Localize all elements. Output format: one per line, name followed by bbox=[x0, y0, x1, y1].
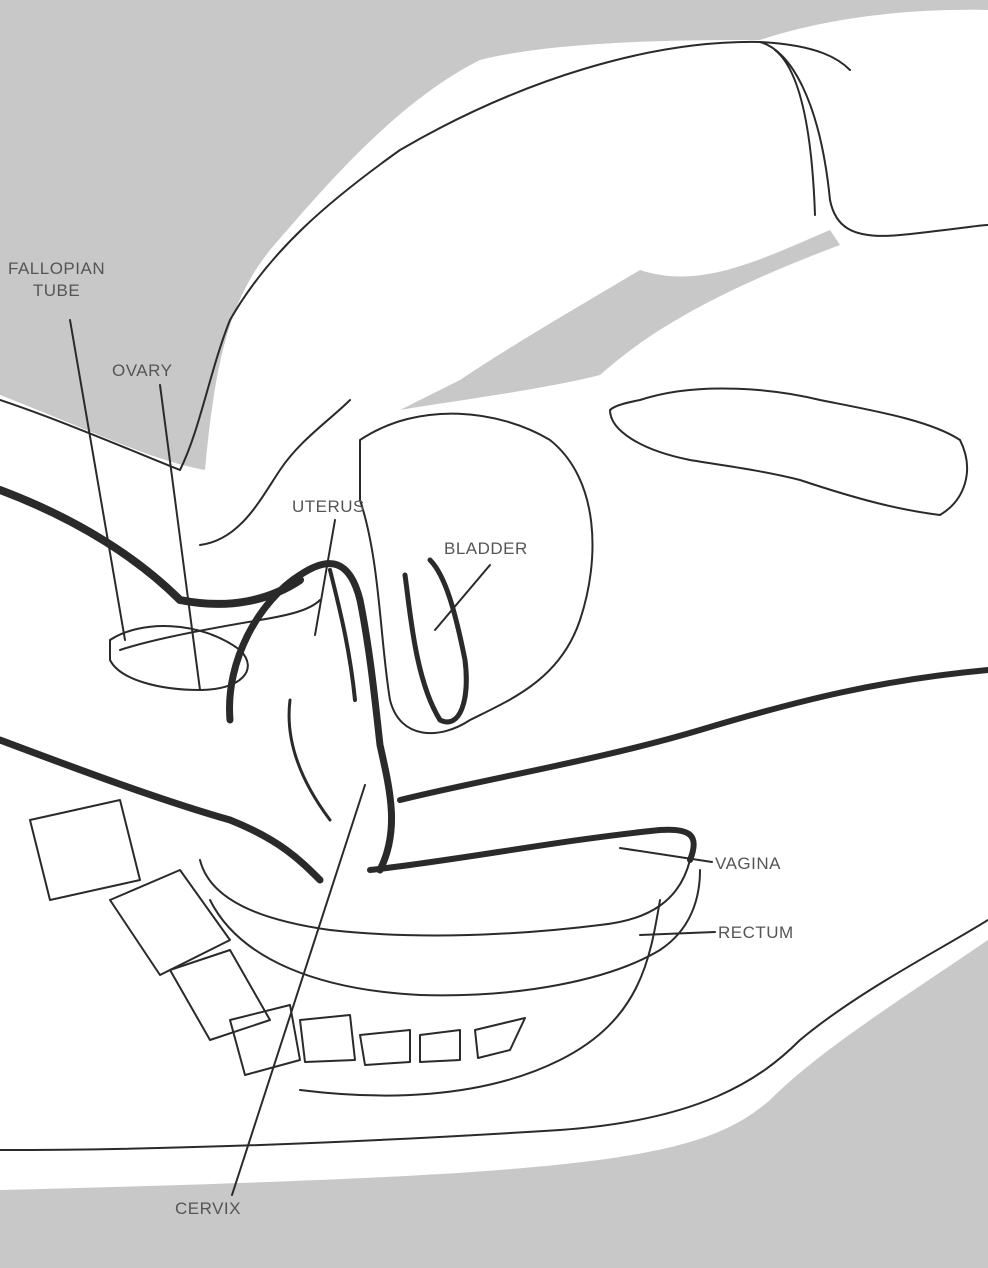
label-rectum: RECTUM bbox=[718, 922, 794, 944]
uterus-cavity bbox=[330, 570, 355, 700]
label-cervix: CERVIX bbox=[175, 1198, 241, 1220]
upper-band-outline bbox=[760, 42, 988, 236]
vagina-line-lower bbox=[370, 830, 694, 870]
label-uterus: UTERUS bbox=[292, 496, 365, 518]
shaded-region-bottom bbox=[0, 940, 988, 1268]
shaded-band-right bbox=[400, 230, 840, 410]
vertebra-6 bbox=[360, 1030, 410, 1065]
vertebra-2 bbox=[110, 870, 230, 975]
vagina-line-upper bbox=[400, 670, 988, 800]
vertebra-1 bbox=[30, 800, 140, 900]
label-fallopian-tube: FALLOPIAN TUBE bbox=[8, 258, 105, 302]
vertebra-8 bbox=[475, 1018, 525, 1058]
shaded-region-top bbox=[0, 0, 988, 470]
rectum-outer bbox=[210, 870, 700, 995]
finger-outline bbox=[200, 400, 350, 545]
leader-vagina bbox=[620, 848, 712, 862]
label-ovary: OVARY bbox=[112, 360, 172, 382]
lower-body-inner bbox=[300, 900, 660, 1096]
bladder-inner bbox=[405, 560, 466, 722]
pouch-line bbox=[0, 740, 320, 880]
bladder-outline bbox=[360, 414, 592, 734]
rectum-outline bbox=[200, 860, 690, 935]
upper-band-inner bbox=[775, 50, 815, 215]
label-bladder: BLADDER bbox=[444, 538, 528, 560]
uterus-outline bbox=[230, 564, 392, 870]
pubic-outline bbox=[610, 388, 967, 515]
vertebra-7 bbox=[420, 1030, 460, 1062]
label-vagina: VAGINA bbox=[715, 853, 781, 875]
vertebra-5 bbox=[300, 1015, 355, 1062]
uterus-inner bbox=[289, 700, 330, 820]
leader-bladder bbox=[435, 565, 490, 630]
